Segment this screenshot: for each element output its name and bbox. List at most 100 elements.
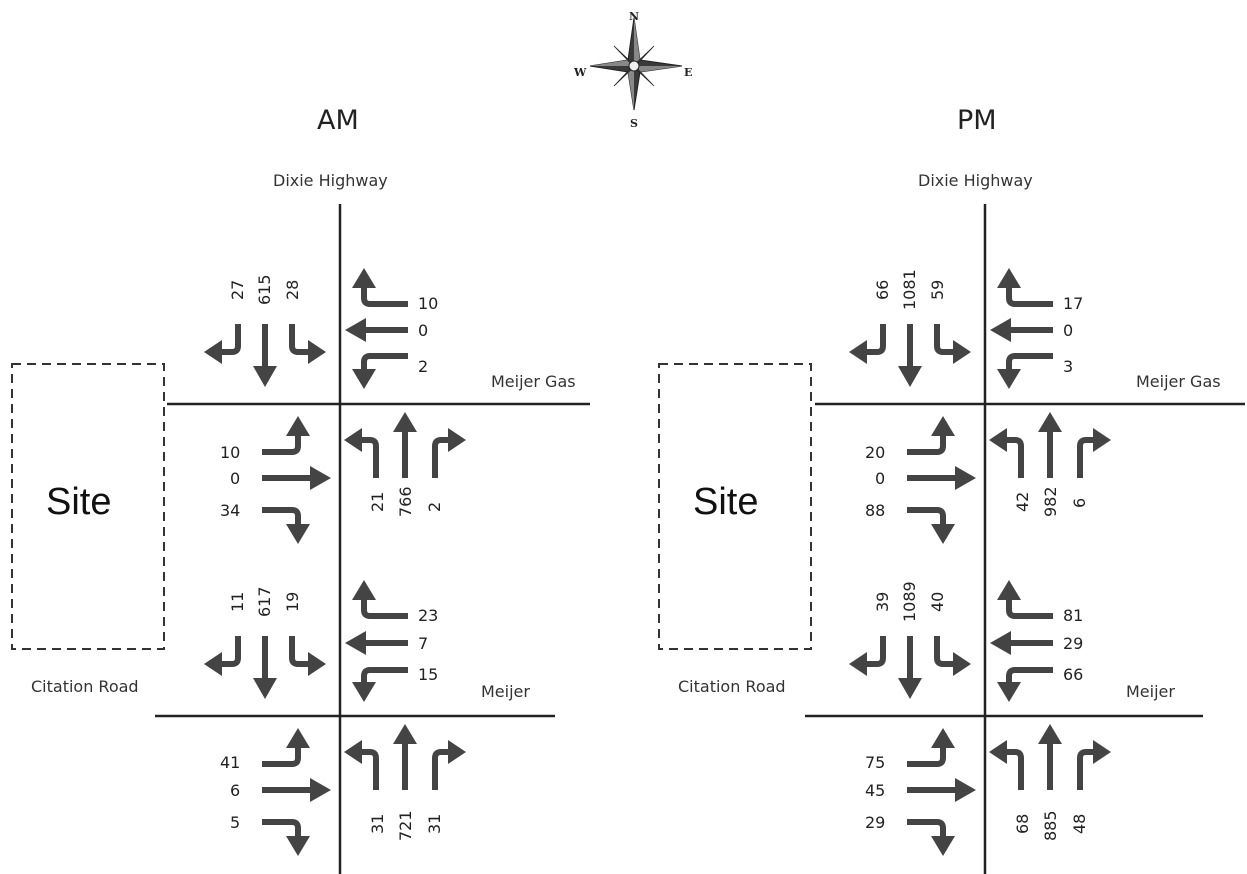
pm-meijer-label: Meijer [1126,682,1175,701]
am-s-wb-thru-arrow-icon [345,631,408,655]
pm-s-sb-thru-arrow-icon [898,636,922,699]
pm-n-nb-right-arrow-icon [1077,428,1111,478]
pm-s-sb-right-arrow-icon [849,636,886,676]
pm-s-nb-right-count: 48 [1070,814,1089,834]
am-s-eb-left-arrow-icon [262,728,310,767]
pm-s-wb-left-count: 66 [1063,665,1083,684]
am-n-nb-left-arrow-icon [344,428,379,478]
pm-meijer-gas-label: Meijer Gas [1136,372,1221,391]
pm-s-wb-right-arrow-icon [997,580,1053,619]
am-n-eb-left-count: 10 [220,443,240,462]
am-n-sb-right-arrow-icon [204,324,241,364]
pm-s-sb-right-count: 39 [873,592,892,612]
pm-s-eb-left-arrow-icon [907,728,955,767]
pm-n-wb-left-count: 3 [1063,357,1073,376]
pm-n-nb-thru-arrow-icon [1038,412,1062,478]
am-s-sb-thru-arrow-icon [253,636,277,699]
am-s-wb-left-arrow-icon [352,667,408,702]
pm-s-sb-left-arrow-icon [934,636,971,676]
pm-s-eb-left-count: 75 [865,753,885,772]
pm-n-eb-left-count: 20 [865,443,885,462]
compass-w: W [573,66,587,79]
pm-site-label: Site [693,481,758,523]
am-site-label: Site [46,481,111,523]
am-n-sb-left-arrow-icon [289,324,326,364]
pm-n-eb-right-arrow-icon [907,507,955,544]
pm-n-nb-thru-count: 982 [1041,486,1060,517]
pm-n-wb-thru-arrow-icon [990,318,1053,342]
am-citation-road-label: Citation Road [31,677,139,696]
pm-s-nb-right-arrow-icon [1077,740,1111,790]
am-meijer-label: Meijer [481,682,530,701]
am-n-nb-thru-arrow-icon [393,412,417,478]
am-s-sb-left-count: 19 [283,592,302,612]
am-n-nb-thru-count: 766 [396,486,415,517]
am-s-eb-left-count: 41 [220,753,240,772]
pm-n-sb-thru-count: 1081 [900,269,919,310]
pm-n-eb-right-count: 88 [865,501,885,520]
pm-n-sb-right-arrow-icon [849,324,886,364]
pm-s-wb-thru-arrow-icon [990,631,1053,655]
am-s-sb-thru-count: 617 [255,586,274,617]
pm-site-boundary [658,363,812,650]
pm-n-nb-left-count: 42 [1013,492,1032,512]
pm-s-nb-thru-arrow-icon [1038,724,1062,790]
am-n-eb-right-count: 34 [220,501,240,520]
pm-n-wb-right-arrow-icon [997,268,1053,307]
am-n-nb-right-arrow-icon [432,428,466,478]
pm-n-nb-left-arrow-icon [989,428,1024,478]
pm-n-nb-right-count: 6 [1070,498,1089,508]
am-n-nb-left-count: 21 [368,492,387,512]
am-n-eb-right-arrow-icon [262,507,310,544]
pm-s-eb-thru-count: 45 [865,781,885,800]
am-s-sb-left-arrow-icon [289,636,326,676]
pm-s-wb-right-count: 81 [1063,606,1083,625]
pm-s-nb-thru-count: 885 [1041,810,1060,841]
pm-n-eb-left-arrow-icon [907,416,955,455]
compass-n: N [629,10,639,23]
am-n-eb-thru-count: 0 [230,469,240,488]
am-s-wb-right-count: 23 [418,606,438,625]
am-n-wb-left-count: 2 [418,357,428,376]
pm-panel: PM Dixie Highway Site Meijer Gas Citatio… [658,105,1245,874]
am-n-sb-thru-count: 615 [255,274,274,305]
pm-n-sb-left-arrow-icon [934,324,971,364]
pm-n-eb-thru-arrow-icon [907,466,976,490]
pm-n-sb-left-count: 59 [928,280,947,300]
pm-n-sb-thru-arrow-icon [898,324,922,387]
am-n-wb-right-count: 10 [418,294,438,313]
am-s-eb-thru-count: 6 [230,781,240,800]
am-n-eb-thru-arrow-icon [262,466,331,490]
am-s-nb-thru-count: 721 [396,810,415,841]
am-s-nb-right-arrow-icon [432,740,466,790]
am-s-sb-right-arrow-icon [204,636,241,676]
am-n-nb-right-count: 2 [425,502,444,512]
am-title: AM [317,105,359,136]
am-s-nb-left-count: 31 [368,814,387,834]
pm-s-eb-thru-arrow-icon [907,778,976,802]
pm-title: PM [957,105,997,136]
pm-s-nb-left-arrow-icon [989,740,1024,790]
am-n-wb-thru-arrow-icon [345,318,408,342]
pm-dixie-highway-label: Dixie Highway [918,171,1033,190]
am-s-nb-right-count: 31 [425,814,444,834]
pm-s-sb-left-count: 40 [928,592,947,612]
pm-s-sb-thru-count: 1089 [900,581,919,622]
pm-n-eb-thru-count: 0 [875,469,885,488]
am-n-sb-right-count: 27 [228,280,247,300]
pm-s-eb-right-count: 29 [865,813,885,832]
am-panel: AM Dixie Highway Site Meijer Gas Citatio… [11,105,590,874]
am-s-wb-left-count: 15 [418,665,438,684]
am-s-nb-left-arrow-icon [344,740,379,790]
am-s-nb-thru-arrow-icon [393,724,417,790]
am-s-eb-right-count: 5 [230,813,240,832]
am-s-sb-right-count: 11 [228,592,247,612]
am-n-eb-left-arrow-icon [262,416,310,455]
am-s-wb-thru-count: 7 [418,634,428,653]
am-site-boundary [11,363,165,650]
am-n-wb-thru-count: 0 [418,321,428,340]
am-n-wb-right-arrow-icon [352,268,408,307]
pm-s-wb-left-arrow-icon [997,667,1053,702]
am-s-eb-right-arrow-icon [262,819,310,856]
